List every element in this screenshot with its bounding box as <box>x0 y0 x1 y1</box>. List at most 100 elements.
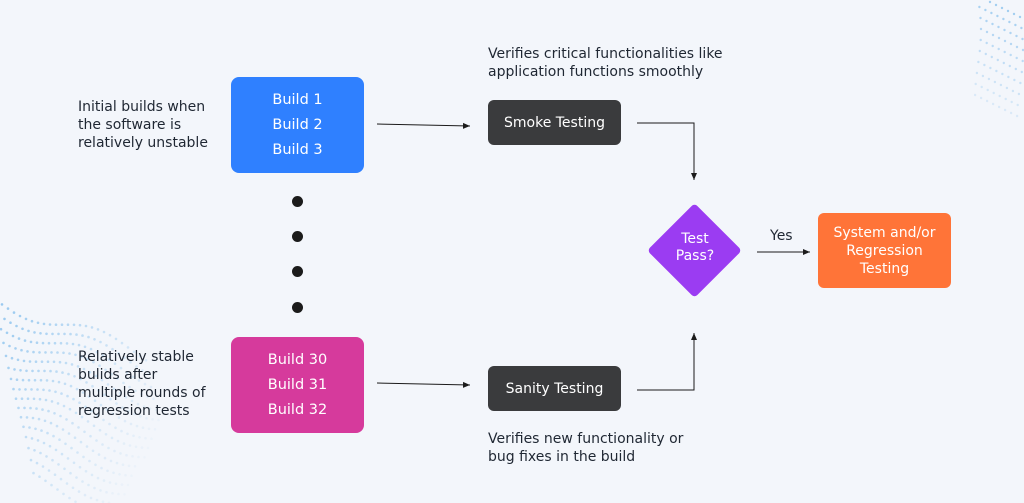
pattern-dot <box>1021 48 1024 52</box>
pattern-dot <box>19 369 22 372</box>
pattern-dot <box>141 369 144 372</box>
pattern-dot <box>136 402 140 406</box>
pattern-dot <box>35 407 38 410</box>
pattern-dot <box>1015 34 1018 38</box>
pattern-dot <box>79 377 82 381</box>
pattern-dot <box>39 378 43 382</box>
pattern-dot <box>983 63 986 67</box>
pattern-dot <box>984 52 987 56</box>
pattern-dot <box>45 455 48 458</box>
pattern-dot <box>102 479 106 482</box>
pattern-dot <box>17 337 21 340</box>
pattern-dot <box>27 378 31 382</box>
pattern-dot <box>25 369 28 373</box>
pattern-dot <box>103 456 107 460</box>
pattern-dot <box>34 427 37 431</box>
pattern-dot <box>130 474 133 478</box>
pattern-dot <box>985 41 988 45</box>
pattern-dot <box>20 348 23 352</box>
pattern-dot <box>69 471 72 475</box>
pattern-dot <box>95 439 98 442</box>
pattern-dot <box>114 482 118 486</box>
pattern-dot <box>133 412 136 416</box>
pattern-dot <box>24 388 27 391</box>
pattern-dot <box>30 319 34 323</box>
pattern-dot <box>93 486 96 490</box>
pattern-dot <box>1010 100 1013 104</box>
pattern-dot <box>85 445 89 448</box>
pattern-dot <box>88 459 91 463</box>
pattern-dot <box>65 418 68 421</box>
yes-label: Yes <box>770 228 793 244</box>
pattern-dot <box>47 469 51 472</box>
pattern-dot <box>48 444 52 448</box>
pattern-dot <box>132 350 136 354</box>
pattern-dot <box>112 387 116 391</box>
pattern-dot <box>55 424 59 428</box>
ellipsis-dot <box>292 266 303 277</box>
pattern-dot <box>13 368 16 371</box>
pattern-dot <box>51 458 54 462</box>
pattern-dot <box>1008 20 1011 24</box>
pattern-dot <box>89 347 93 351</box>
pattern-dot <box>108 333 112 337</box>
pattern-dot <box>35 341 39 345</box>
pattern-dot <box>42 388 45 392</box>
pattern-dot <box>58 438 61 442</box>
pattern-dot <box>116 377 119 380</box>
pattern-dot <box>87 395 91 398</box>
pattern-dot <box>1020 26 1023 30</box>
build-label: Build 2 <box>272 116 323 133</box>
pattern-dot <box>75 387 79 391</box>
pattern-dot <box>1021 59 1024 63</box>
pattern-dot <box>98 428 102 432</box>
pattern-dot <box>154 408 158 412</box>
pattern-dot <box>50 483 53 487</box>
pattern-dot <box>102 330 106 334</box>
pattern-dot <box>974 82 977 86</box>
pattern-dot <box>994 3 998 7</box>
pattern-dot <box>1002 17 1005 21</box>
pattern-dot <box>21 327 24 331</box>
pattern-dot <box>1020 70 1023 74</box>
pattern-dot <box>101 500 105 503</box>
pattern-dot <box>992 91 995 95</box>
pattern-dot <box>1006 9 1010 13</box>
pattern-dot <box>41 341 45 345</box>
pattern-dot <box>47 409 50 413</box>
pattern-dot <box>56 351 59 354</box>
note-stable-builds: Relatively stable bulids after multiple … <box>78 349 206 419</box>
pattern-dot <box>109 459 113 463</box>
pattern-dot <box>80 355 83 358</box>
pattern-dot <box>0 327 3 331</box>
pattern-dot <box>99 403 103 407</box>
pattern-dot <box>1007 75 1010 79</box>
pattern-dot <box>38 351 41 354</box>
pattern-dot <box>110 372 113 376</box>
pattern-dot <box>1000 6 1004 10</box>
pattern-dot <box>106 469 109 473</box>
pattern-dot <box>27 446 30 450</box>
pattern-dot <box>40 429 43 432</box>
pattern-dot <box>989 66 992 70</box>
pattern-dot <box>69 384 73 388</box>
pattern-dot <box>12 311 16 314</box>
pattern-dot <box>142 405 146 408</box>
pattern-dot <box>143 456 146 459</box>
pattern-dot <box>66 394 69 398</box>
early-builds-box: Build 1 Build 2 Build 3 <box>231 77 364 173</box>
pattern-dot <box>89 496 93 500</box>
pattern-dot <box>44 351 47 354</box>
pattern-dot <box>122 442 126 445</box>
pattern-dot <box>92 424 96 428</box>
pattern-dot <box>123 493 126 496</box>
ellipsis-dot <box>292 231 303 242</box>
pattern-dot <box>44 479 47 483</box>
pattern-dot <box>87 483 90 487</box>
pattern-dot <box>53 473 57 477</box>
pattern-dot <box>15 324 18 328</box>
pattern-dot <box>94 463 97 467</box>
pattern-dot <box>99 340 102 344</box>
pattern-dot <box>111 492 114 495</box>
